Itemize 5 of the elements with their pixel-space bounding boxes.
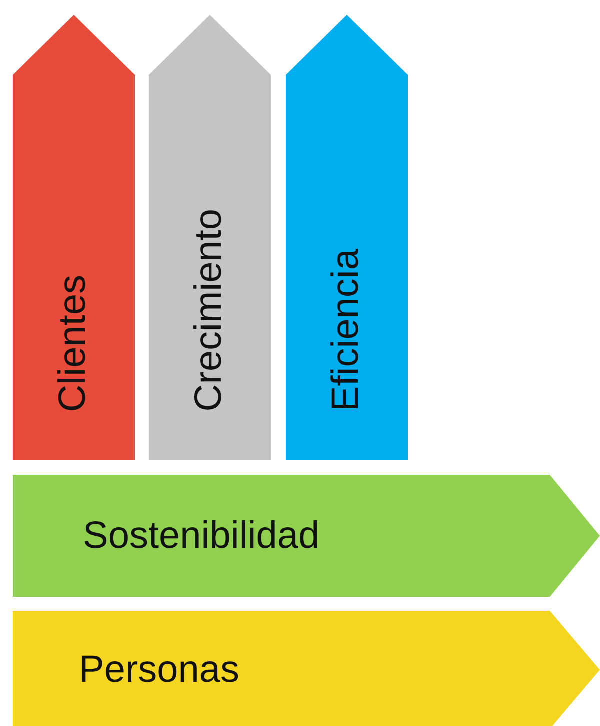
arrow-label: Eficiencia xyxy=(327,249,365,412)
arrow-label: Crecimiento xyxy=(190,209,228,412)
arrow-label: Sostenibilidad xyxy=(83,517,320,555)
arrow-label: Personas xyxy=(79,651,240,689)
arrow-label: Clientes xyxy=(54,274,92,412)
